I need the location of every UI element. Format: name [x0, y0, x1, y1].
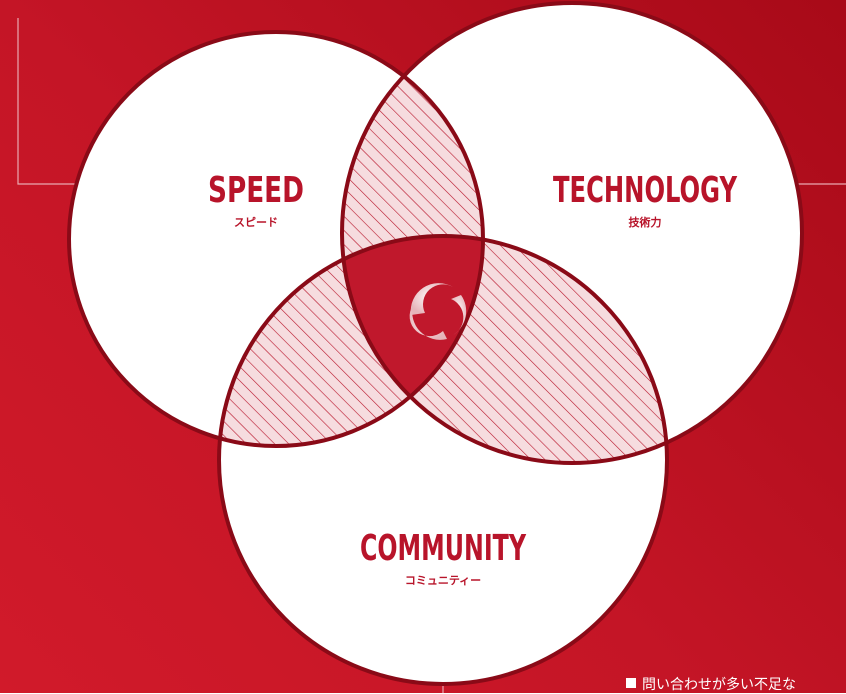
community-subtitle: コミュニティー: [405, 574, 481, 587]
footnote-text: 問い合わせが多い不足な: [642, 677, 796, 693]
square-bullet-icon: [626, 678, 636, 688]
footnote: 問い合わせが多い不足な: [626, 676, 796, 694]
speed-community-overlap: [219, 236, 483, 446]
technology-subtitle: 技術力: [629, 215, 662, 229]
speed-subtitle: スピード: [234, 216, 278, 229]
community-title: COMMUNITY: [360, 528, 526, 569]
speed-title: SPEED: [208, 170, 304, 211]
technology-title: TECHNOLOGY: [553, 170, 737, 211]
community-circle-outline: [217, 234, 669, 686]
technology-circle-outline: [340, 1, 804, 465]
swirl-logo-icon: [409, 283, 467, 340]
